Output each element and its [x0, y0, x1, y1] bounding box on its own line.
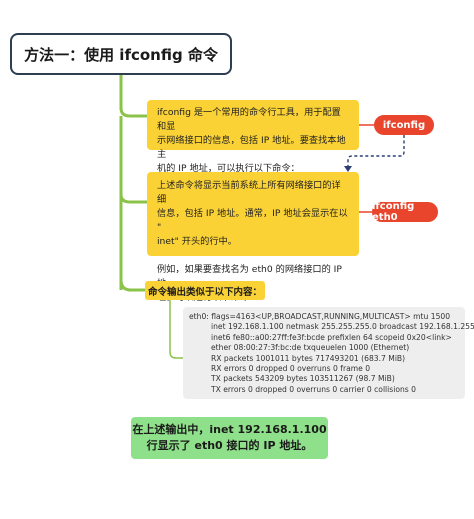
tag-ifconfig-label: ifconfig	[382, 119, 426, 131]
output-line: ether 08:00:27:3f:bc:de txqueuelen 1000 …	[211, 343, 410, 353]
branch-to-note1	[119, 107, 147, 118]
result-line-1: 在上述输出中，inet 192.168.1.100	[132, 423, 327, 436]
output-line: TX packets 543209 bytes 103511267 (98.7 …	[211, 374, 395, 384]
branch-to-heading	[119, 279, 145, 292]
title-text: 方法一：使用 ifconfig 命令	[24, 45, 218, 64]
output-line: RX errors 0 dropped 0 overruns 0 frame 0	[211, 364, 371, 374]
title-node: 方法一：使用 ifconfig 命令	[10, 33, 232, 75]
result-summary-node: 在上述输出中，inet 192.168.1.100 行显示了 eth0 接口的 …	[131, 417, 328, 459]
note-command-output-description: 上述命令将显示当前系统上所有网络接口的详细 信息，包括 IP 地址。通常，IP …	[147, 172, 359, 303]
heading-to-output	[169, 300, 183, 359]
note-ifconfig-description: ifconfig 是一个常用的命令行工具，用于配置和显 示网络接口的信息，包括 …	[147, 100, 359, 174]
branch-to-note2	[119, 194, 147, 204]
tag-ifconfig: ifconfig	[374, 115, 434, 135]
command-output-block: eth0: flags=4163<UP,BROADCAST,RUNNING,MU…	[183, 307, 474, 399]
tag-ifconfig-eth0: ifconfig eth0	[372, 201, 438, 223]
output-line: TX errors 0 dropped 0 overruns 0 carrier…	[211, 384, 417, 394]
tag-ifconfig-eth0-label: ifconfig eth0	[372, 201, 415, 223]
result-line-2: 行显示了 eth0 接口的 IP 地址。	[146, 439, 313, 452]
output-line: inet6 fe80::a00:27ff:fe3f:bcde prefixlen…	[211, 332, 452, 342]
output-line: eth0: flags=4163<UP,BROADCAST,RUNNING,MU…	[189, 312, 451, 321]
output-heading-text: 命令输出类似于以下内容：	[147, 286, 262, 298]
output-line: inet 192.168.1.100 netmask 255.255.255.0…	[211, 322, 474, 332]
output-heading: 命令输出类似于以下内容：	[145, 281, 265, 300]
output-line: RX packets 1001011 bytes 717493201 (683.…	[211, 353, 406, 363]
